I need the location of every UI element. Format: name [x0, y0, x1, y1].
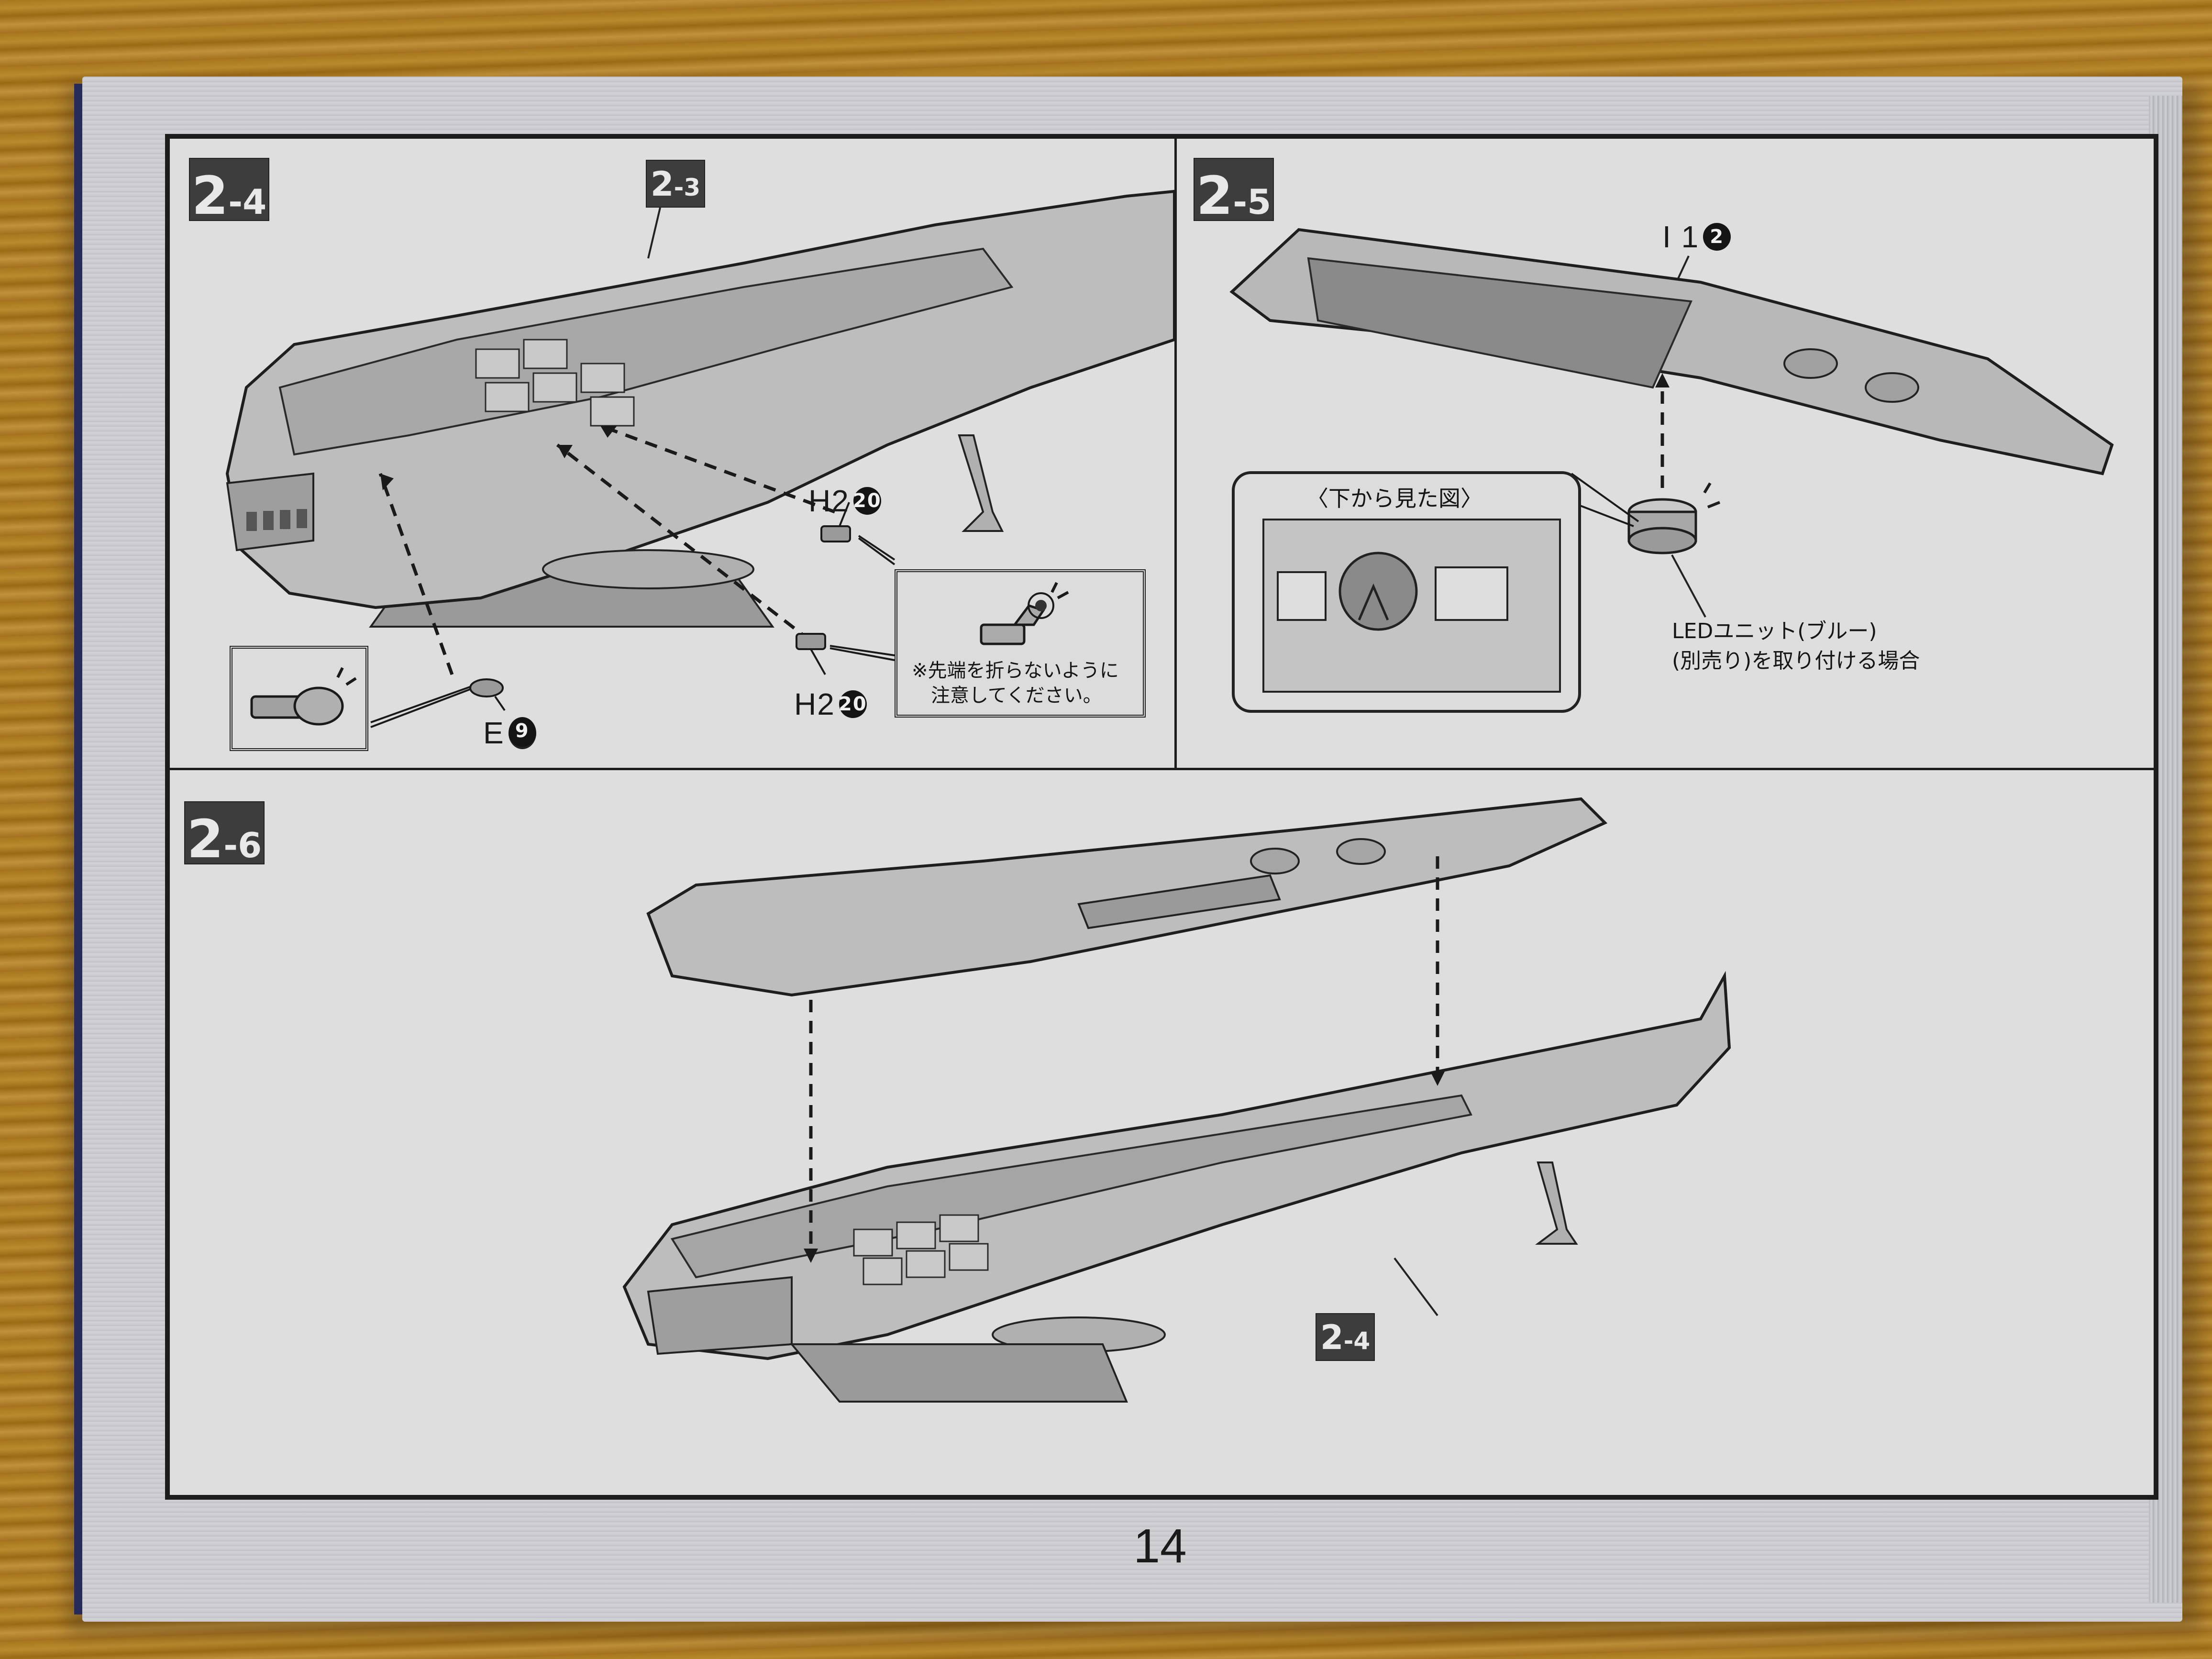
part-number-badge: 20	[839, 690, 867, 718]
led-unit-bottom-view	[1338, 552, 1418, 631]
ref-badge-2-3: 2 -3	[646, 160, 705, 208]
led-caption-line1: LEDユニット(ブルー)	[1672, 619, 1877, 643]
bottom-view-inset: 〈下から見た図〉	[1232, 471, 1581, 713]
assembly-arrows	[378, 424, 836, 675]
led-arrow-head	[1655, 373, 1670, 387]
step-number-major: 2	[191, 165, 229, 226]
panel-divider-vertical	[1174, 139, 1177, 768]
part-h2-upper	[820, 502, 851, 542]
deck-plate-illustration	[1229, 228, 2114, 618]
tip-warning-icon	[980, 582, 1069, 645]
deck-holes	[1783, 348, 1919, 403]
step-badge-2-4: 2 -4	[189, 158, 269, 226]
lower-pod	[542, 549, 754, 589]
leader-line	[647, 207, 661, 259]
final-assembly-illustration	[622, 797, 1731, 1403]
engine-blocks-final	[853, 1214, 989, 1285]
ref-number-minor: -4	[1343, 1327, 1371, 1355]
instruction-frame: 2 -4 2 -3	[165, 134, 2158, 1500]
part-number-badge: 20	[853, 487, 881, 515]
arrow-heads-final	[804, 1072, 1445, 1263]
tip-warning-box: ※先端を折らないように 注意してください。	[895, 569, 1146, 718]
part-number-badge: 2	[1703, 223, 1731, 251]
hull-interior	[278, 247, 1014, 456]
part-code: E	[483, 716, 505, 750]
part-code: I 1	[1662, 220, 1700, 254]
part-label-h2-upper: H2 20	[808, 483, 881, 519]
step-badge-2-5: 2 -5	[1194, 158, 1274, 226]
panel-divider-horizontal	[170, 768, 2154, 770]
step-number-minor: -4	[228, 182, 267, 222]
ref-number-major: 2	[650, 165, 674, 204]
led-unit	[1627, 482, 1721, 554]
deck-plate-holes	[1250, 838, 1386, 874]
bow-vents	[246, 509, 307, 531]
engine-blocks	[475, 339, 635, 427]
bottom-view-illustration	[1262, 519, 1561, 693]
part-label-h2-lower: H2 20	[794, 686, 867, 722]
callout-wedges	[370, 535, 896, 728]
part-closeup-box	[230, 646, 368, 751]
arrow-e9	[378, 473, 454, 675]
ref-number-minor: -3	[674, 174, 701, 201]
part-label-i1-2: I 1 2	[1662, 219, 1731, 254]
part-h2-lower	[796, 633, 826, 675]
deck-recess	[1307, 257, 1692, 389]
page-number: 14	[1133, 1519, 1187, 1573]
led-caption-line2: (別売り)を取り付ける場合	[1672, 649, 1920, 673]
inset-callout-wedge	[1571, 473, 1639, 527]
assembly-arrows-final	[809, 856, 1439, 1253]
tip-warning-line2: 注意してください。	[931, 685, 1102, 707]
tip-warning-line1: ※先端を折らないように	[912, 660, 1119, 682]
ref-number-major: 2	[1320, 1318, 1344, 1357]
arrow-heads	[380, 426, 617, 490]
inset-title: 〈下から見た図〉	[1306, 486, 1482, 511]
step-number-minor: -6	[223, 825, 262, 865]
step-number-minor: -5	[1233, 182, 1272, 222]
ref-badge-2-4: 2 -4	[1316, 1313, 1375, 1361]
display-stand-final	[789, 1343, 1128, 1403]
part-code: H2	[794, 687, 835, 721]
part-e9	[469, 678, 506, 711]
bow-final	[647, 1276, 793, 1355]
part-label-e9: E 9	[483, 715, 536, 751]
landing-strut-final	[1535, 1161, 1578, 1245]
leader-line	[1671, 554, 1706, 618]
arrow-h2-lower	[556, 443, 812, 642]
landing-strut	[958, 434, 1004, 532]
part-closeup-icon	[250, 667, 357, 726]
part-number-badge: 9	[508, 717, 536, 749]
step-number-major: 2	[1196, 165, 1233, 226]
ship-hull-illustration	[225, 189, 1176, 728]
part-code: H2	[808, 484, 850, 518]
step-badge-2-6: 2 -6	[184, 801, 265, 870]
deck-plate-recess	[1077, 874, 1281, 929]
step-number-major: 2	[187, 808, 224, 870]
leader-line	[1394, 1257, 1438, 1316]
